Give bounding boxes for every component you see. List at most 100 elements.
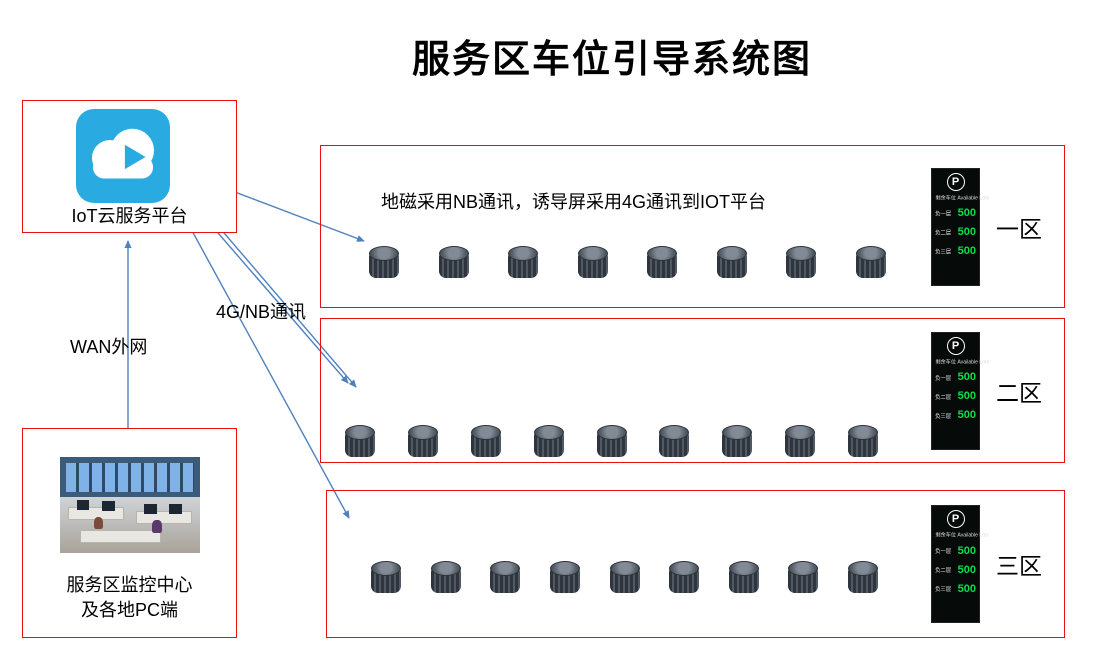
guidance-display-board: P 剩余车位 Available Lots 负一层 500 负二层 500 负三… — [931, 167, 989, 286]
guidance-display-board: P 剩余车位 Available Lots 负一层 500 负二层 500 负三… — [931, 505, 989, 623]
board-row: 负一层 500 — [932, 204, 979, 223]
page-title: 服务区车位引导系统图 — [411, 39, 812, 81]
board-row: 负三层 500 — [932, 406, 979, 425]
geomagnetic-sensor-icon — [786, 246, 817, 278]
geomagnetic-sensor-icon — [785, 425, 816, 457]
parking-logo-icon: P — [946, 510, 965, 528]
comm-link-label: 4G/NB通讯 — [216, 302, 307, 322]
board-row: 负三层 500 — [932, 579, 979, 598]
sensor-row-zone1 — [369, 238, 886, 278]
sensor-top — [577, 246, 608, 261]
geomagnetic-sensor-icon — [855, 246, 886, 278]
sensor-top — [369, 246, 399, 261]
geomagnetic-sensor-icon — [508, 246, 539, 278]
parking-logo-icon: P — [946, 336, 965, 355]
geomagnetic-sensor-icon — [716, 246, 747, 278]
photo-monitor — [76, 500, 90, 510]
board-row-value: 500 — [957, 582, 976, 595]
sensor-top — [785, 425, 816, 440]
sensor-top — [596, 425, 627, 440]
sensor-top — [722, 425, 753, 440]
photo-screens — [65, 462, 195, 492]
monitoring-room-photo — [60, 457, 200, 553]
board-row-value: 500 — [957, 563, 976, 576]
board-row-value: 500 — [957, 226, 976, 238]
iot-cloud-platform-box: IoT云服务平台 — [22, 100, 237, 233]
monitoring-center-box: 服务区监控中心 及各地PC端 — [22, 428, 237, 638]
geomagnetic-sensor-icon — [577, 246, 608, 278]
photo-monitor — [102, 501, 115, 511]
sensor-top — [345, 425, 375, 440]
board-row: 负二层 500 — [932, 387, 979, 406]
sensor-top — [470, 425, 501, 440]
geomagnetic-sensor-icon — [549, 561, 580, 593]
board-header: 剩余车位 Available Lots — [935, 193, 989, 201]
zone-3-label: 三区 — [996, 553, 1042, 579]
photo-monitor — [169, 504, 182, 514]
geomagnetic-sensor-icon — [407, 425, 438, 457]
monitoring-center-label-line1: 服务区监控中心 — [66, 575, 193, 595]
board-row: 负三层 500 — [932, 242, 979, 261]
photo-person — [93, 516, 104, 529]
sensor-top — [430, 561, 461, 576]
geomagnetic-sensor-icon — [647, 246, 678, 278]
sensor-top — [669, 561, 700, 576]
photo-desk — [79, 529, 161, 544]
geomagnetic-sensor-icon — [848, 561, 878, 593]
sensor-top — [533, 425, 564, 440]
monitoring-center-label-line2: 及各地PC端 — [80, 600, 178, 620]
board-header-en: Available Lots — [957, 533, 990, 539]
board-header-cn: 剩余车位 — [935, 359, 956, 365]
photo-person — [152, 520, 163, 533]
sensor-top — [647, 246, 678, 261]
board-row-label: 负三层 — [935, 413, 952, 420]
sensor-top — [407, 425, 438, 440]
parking-logo-icon: P — [946, 172, 965, 191]
sensor-row-zone3 — [371, 553, 878, 593]
zone-1-label: 一区 — [996, 215, 1042, 242]
sensor-top — [508, 246, 539, 261]
board-row: 负二层 500 — [932, 560, 979, 579]
sensor-top — [716, 246, 747, 261]
sensor-top — [848, 561, 878, 576]
zone-2-label: 二区 — [996, 379, 1042, 406]
sensor-top — [371, 561, 401, 576]
geomagnetic-sensor-icon — [788, 561, 819, 593]
sensor-top — [855, 246, 886, 261]
sensor-row-zone2 — [345, 417, 878, 457]
sensor-top — [848, 425, 878, 440]
geomagnetic-sensor-icon — [609, 561, 640, 593]
board-row-value: 500 — [957, 207, 976, 219]
board-row-value: 500 — [957, 245, 976, 257]
sensor-top — [549, 561, 580, 576]
board-header-en: Available Lots — [957, 195, 990, 201]
geomagnetic-sensor-icon — [369, 246, 399, 278]
geomagnetic-sensor-icon — [659, 425, 690, 457]
geomagnetic-sensor-icon — [669, 561, 700, 593]
board-row-label: 负一层 — [935, 549, 952, 555]
guidance-display-board: P 剩余车位 Available Lots 负一层 500 负二层 500 负三… — [931, 331, 989, 450]
board-row-value: 500 — [957, 544, 976, 557]
zone-1-box: 地磁采用NB通讯，诱导屏采用4G通讯到IOT平台 P 剩余车位 Availabl… — [320, 145, 1065, 308]
sensor-top — [490, 561, 521, 576]
geomagnetic-sensor-icon — [848, 425, 878, 457]
geomagnetic-sensor-icon — [728, 561, 759, 593]
geomagnetic-sensor-icon — [345, 425, 375, 457]
board-header-cn: 剩余车位 — [935, 195, 956, 201]
board-row-label: 负二层 — [935, 568, 952, 574]
board-row-value: 500 — [957, 371, 976, 383]
geomagnetic-sensor-icon — [533, 425, 564, 457]
board-row-value: 500 — [957, 390, 976, 402]
geomagnetic-sensor-icon — [722, 425, 753, 457]
board-row-label: 负二层 — [935, 394, 952, 401]
zone-2-box: P 剩余车位 Available Lots 负一层 500 负二层 500 负三… — [320, 318, 1065, 463]
board-header: 剩余车位 Available Lots — [935, 357, 989, 365]
sensor-top — [728, 561, 759, 576]
geomagnetic-sensor-icon — [596, 425, 627, 457]
board-row-label: 负一层 — [935, 211, 952, 218]
geomagnetic-sensor-icon — [430, 561, 461, 593]
board-row-label: 负二层 — [935, 230, 952, 237]
geomagnetic-sensor-icon — [371, 561, 401, 593]
sensor-top — [786, 246, 817, 261]
